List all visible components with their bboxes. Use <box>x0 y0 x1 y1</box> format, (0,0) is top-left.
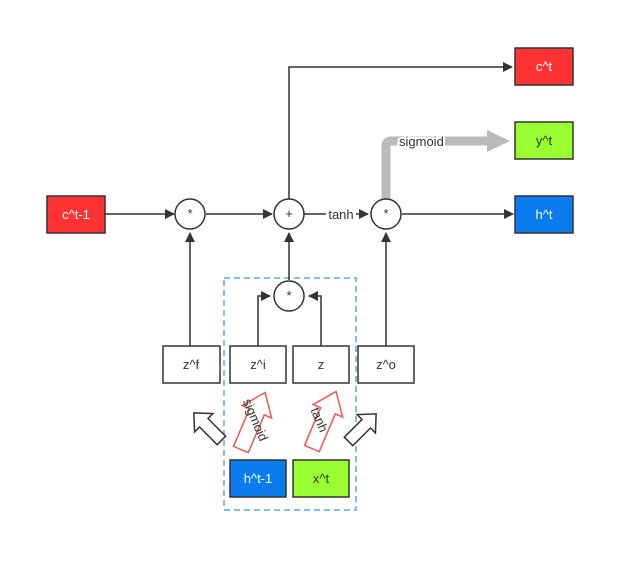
node-z-f: z^f <box>162 345 221 384</box>
node-c-prev-label: c^t-1 <box>62 207 90 222</box>
op-mul-forget-symbol: * <box>187 206 192 221</box>
node-y-out: y^t <box>514 121 574 160</box>
op-mul-input-symbol: * <box>286 288 291 303</box>
node-z-label: z <box>318 357 325 372</box>
node-z-o-label: z^o <box>376 357 396 372</box>
op-mul-output-symbol: * <box>383 206 388 221</box>
node-h-prev: h^t-1 <box>229 459 287 498</box>
node-z-i: z^i <box>229 345 287 384</box>
node-h-out-label: h^t <box>536 207 553 222</box>
edge-zi-to-mulin <box>257 291 271 346</box>
node-z-f-label: z^f <box>183 357 200 372</box>
node-z-o: z^o <box>357 345 415 384</box>
sigmoid-gate-arrow <box>232 391 273 454</box>
tanh-gate-arrow <box>303 390 344 453</box>
outline-arrow-left <box>193 412 227 446</box>
node-y-out-label: y^t <box>536 133 553 148</box>
op-mul-input: * <box>273 280 305 312</box>
outline-arrow-right <box>343 413 377 447</box>
tanh-cell-label: tanh <box>328 207 353 222</box>
connectors <box>105 62 514 346</box>
sigmoid-out-label: sigmoid <box>399 134 444 149</box>
node-x-in: x^t <box>292 459 350 498</box>
op-add-symbol: + <box>285 206 293 221</box>
node-h-out: h^t <box>514 195 574 234</box>
node-c-prev: c^t-1 <box>46 195 106 234</box>
op-add: + <box>273 198 305 230</box>
node-h-prev-label: h^t-1 <box>244 471 273 486</box>
input-group-box <box>223 277 357 511</box>
op-mul-forget: * <box>174 198 206 230</box>
op-mul-output: * <box>370 198 402 230</box>
sigmoid-output-arrow <box>381 130 510 200</box>
node-x-in-label: x^t <box>313 471 330 486</box>
edge-z-to-mulin <box>308 291 322 346</box>
node-z-i-label: z^i <box>250 357 266 372</box>
node-c-next-label: c^t <box>536 59 553 74</box>
node-z: z <box>292 345 350 384</box>
edge-add-to-c <box>288 62 513 199</box>
node-c-next: c^t <box>514 47 574 86</box>
